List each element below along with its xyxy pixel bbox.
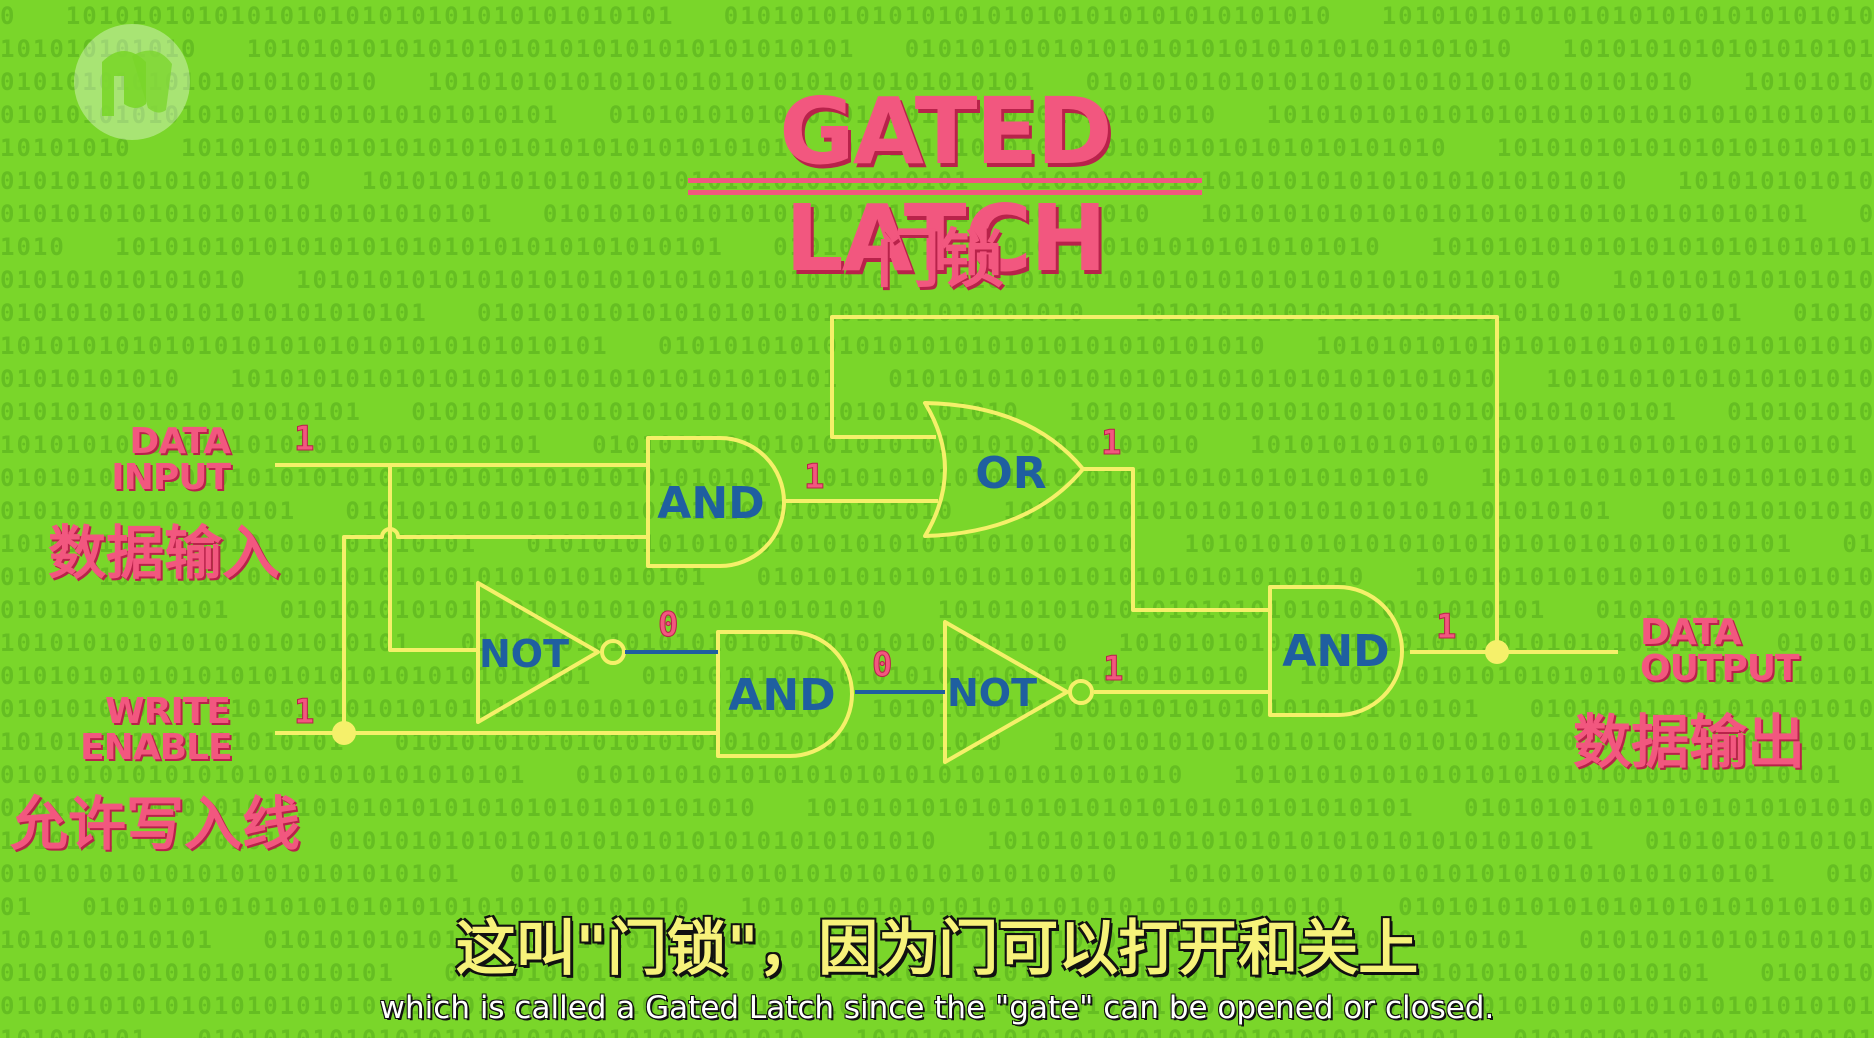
signal-and-middle-out: 0 [872, 645, 892, 685]
junction-output [1485, 640, 1509, 664]
signal-write-enable: 1 [294, 692, 314, 732]
diagram-subtitle-cn: 门锁 [876, 223, 1004, 297]
not-top-gate [476, 581, 600, 724]
signal-and-top-out: 1 [804, 457, 824, 497]
wire-enable-to-and-top [342, 527, 648, 733]
write-enable-label-cn: 允许写入线 [10, 790, 301, 858]
and-middle-gate [716, 630, 854, 758]
data-output-label-line2: OUTPUT [1640, 648, 1800, 689]
signal-or-out: 1 [1101, 423, 1121, 463]
signal-not-top-out: 0 [658, 605, 678, 645]
and-top-gate [646, 436, 786, 568]
data-input-label-line2: INPUT [111, 457, 231, 498]
not-top-bubble [600, 639, 626, 665]
diagram-title: GATED LATCH [779, 78, 1113, 292]
and-output-gate [1268, 585, 1404, 717]
not-top-label: NOT [479, 632, 569, 676]
not-bottom-label: NOT [947, 671, 1037, 715]
data-input-label-line1: DATA [129, 421, 231, 462]
junction-write-enable [332, 721, 356, 745]
data-output-label-cn: 数据输出 [1573, 708, 1806, 776]
signal-data-input: 1 [294, 419, 314, 459]
signal-data-output: 1 [1436, 607, 1456, 647]
write-enable-label-line1: WRITE [105, 691, 231, 732]
and-middle-label: AND [728, 670, 835, 721]
and-output-label: AND [1282, 626, 1389, 677]
or-label: OR [975, 448, 1046, 499]
and-top-label: AND [657, 478, 764, 529]
subtitle-english: which is called a Gated Latch since the … [379, 990, 1495, 1026]
title-underline-2 [688, 190, 1202, 195]
subtitle-chinese: 这叫"门锁"，因为门可以打开和关上 [455, 914, 1419, 984]
pbs-logo-icon [74, 24, 190, 140]
signal-not-bottom-out: 1 [1103, 649, 1123, 689]
data-input-label-cn: 数据输入 [48, 519, 281, 587]
wire-or-to-and-out [1083, 467, 1270, 612]
wire-feedback [830, 315, 1499, 652]
title-underline [688, 178, 1202, 183]
or-gate [923, 401, 1085, 538]
wire-data-to-not [388, 465, 480, 652]
data-output-label-line1: DATA [1640, 612, 1742, 653]
not-bottom-bubble [1068, 679, 1094, 705]
write-enable-label-line2: ENABLE [80, 727, 233, 768]
